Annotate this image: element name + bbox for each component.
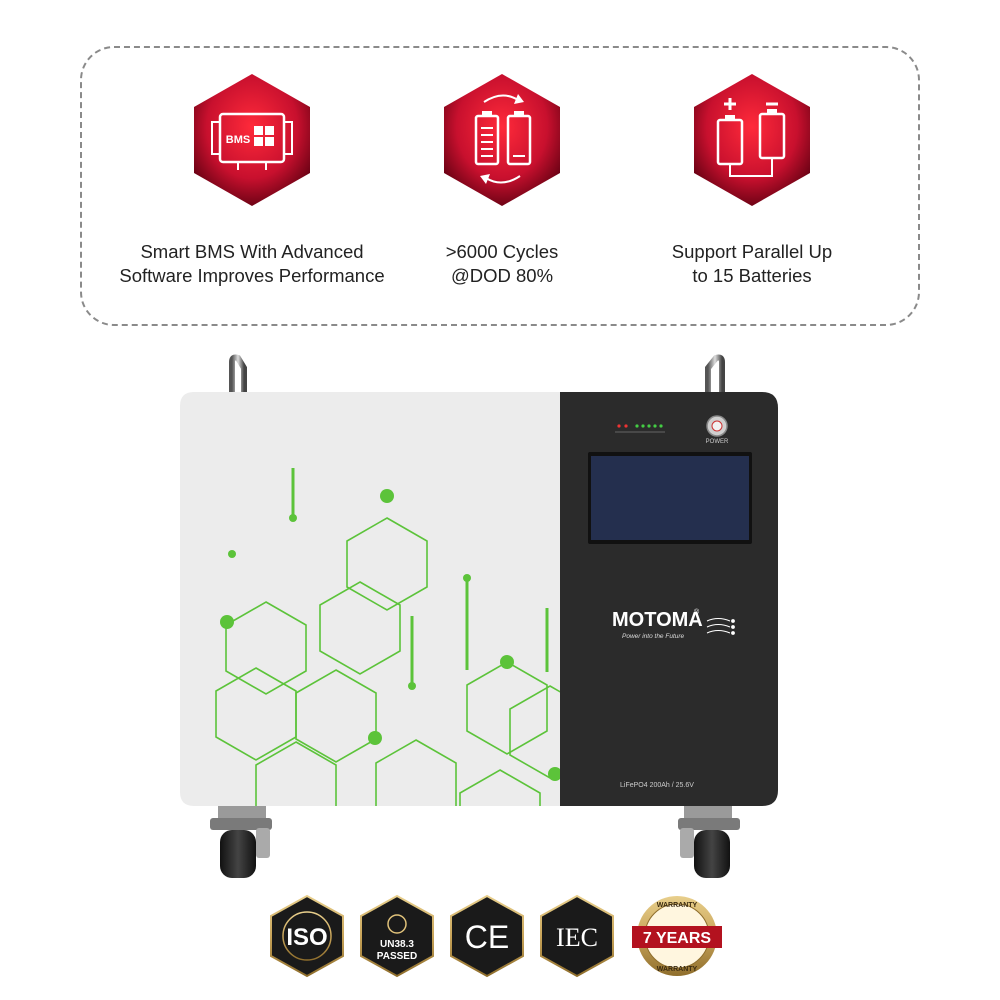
- iec-certification-icon: IEC: [540, 894, 614, 978]
- bms-label: BMS: [226, 134, 250, 146]
- spec-label: LiFePO4 200Ah / 25.6V: [620, 782, 694, 789]
- feature-parallel-line2: to 15 Batteries: [692, 265, 812, 286]
- right-caster: [678, 802, 740, 878]
- right-handle: [705, 354, 725, 394]
- parallel-batteries-icon: [694, 74, 810, 206]
- left-caster: [210, 802, 272, 878]
- un38-certification-icon: UN38.3 PASSED: [360, 894, 434, 978]
- feature-cycles-line2: @DOD 80%: [450, 265, 554, 286]
- feature-parallel-caption: Support Parallel Up to 15 Batteries: [602, 240, 902, 288]
- un38-line1: UN38.3: [380, 939, 414, 950]
- iso-certification-icon: ISO: [270, 894, 344, 978]
- feature-bms: BMS Smart BMS With Advanced Software Imp…: [102, 72, 402, 288]
- features-panel: BMS Smart BMS With Advanced Software Imp…: [80, 46, 920, 326]
- hex-pattern-decoration: [215, 517, 560, 806]
- ce-certification-icon: CE: [450, 894, 524, 978]
- battery-product-image: POWER MOTOMA ® Power into the Future LiF…: [170, 350, 790, 880]
- feature-cycles-line1: >6000 Cycles: [445, 241, 559, 262]
- warranty-top-text: WARRANTY: [657, 902, 698, 909]
- warranty-bottom-text: WARRANTY: [657, 966, 698, 973]
- feature-parallel-line1: Support Parallel Up: [671, 241, 833, 262]
- bms-chip-icon: BMS: [194, 74, 310, 206]
- ce-label: CE: [465, 919, 509, 955]
- feature-bms-line2: Software Improves Performance: [119, 265, 385, 286]
- brand-logo: MOTOMA: [612, 609, 703, 631]
- un38-line2: PASSED: [377, 951, 417, 962]
- feature-parallel: Support Parallel Up to 15 Batteries: [602, 72, 902, 288]
- brand-wave-icon: [706, 618, 735, 635]
- feature-bms-line1: Smart BMS With Advanced: [140, 241, 364, 262]
- warranty-seal-icon: WARRANTY 7 YEARS WARRANTY: [632, 896, 722, 976]
- feature-cycles-caption: >6000 Cycles @DOD 80%: [352, 240, 652, 288]
- power-button[interactable]: [706, 415, 728, 437]
- iec-label: IEC: [556, 923, 598, 952]
- certification-badges: ISO UN38.3 PASSED CE IEC WARRANTY 7 YEAR…: [0, 892, 1000, 982]
- feature-bms-caption: Smart BMS With Advanced Software Improve…: [102, 240, 402, 288]
- warranty-years: 7 YEARS: [643, 930, 712, 947]
- brand-tagline: Power into the Future: [622, 633, 685, 640]
- status-leds: [615, 424, 665, 433]
- left-handle: [229, 354, 247, 394]
- iso-label: ISO: [286, 924, 327, 951]
- feature-cycles: >6000 Cycles @DOD 80%: [352, 72, 652, 288]
- brand-registered: ®: [694, 608, 700, 616]
- lcd-screen: [591, 456, 749, 540]
- power-label: POWER: [706, 439, 729, 445]
- battery-cycle-icon: [444, 74, 560, 206]
- white-side-panel: [180, 392, 560, 806]
